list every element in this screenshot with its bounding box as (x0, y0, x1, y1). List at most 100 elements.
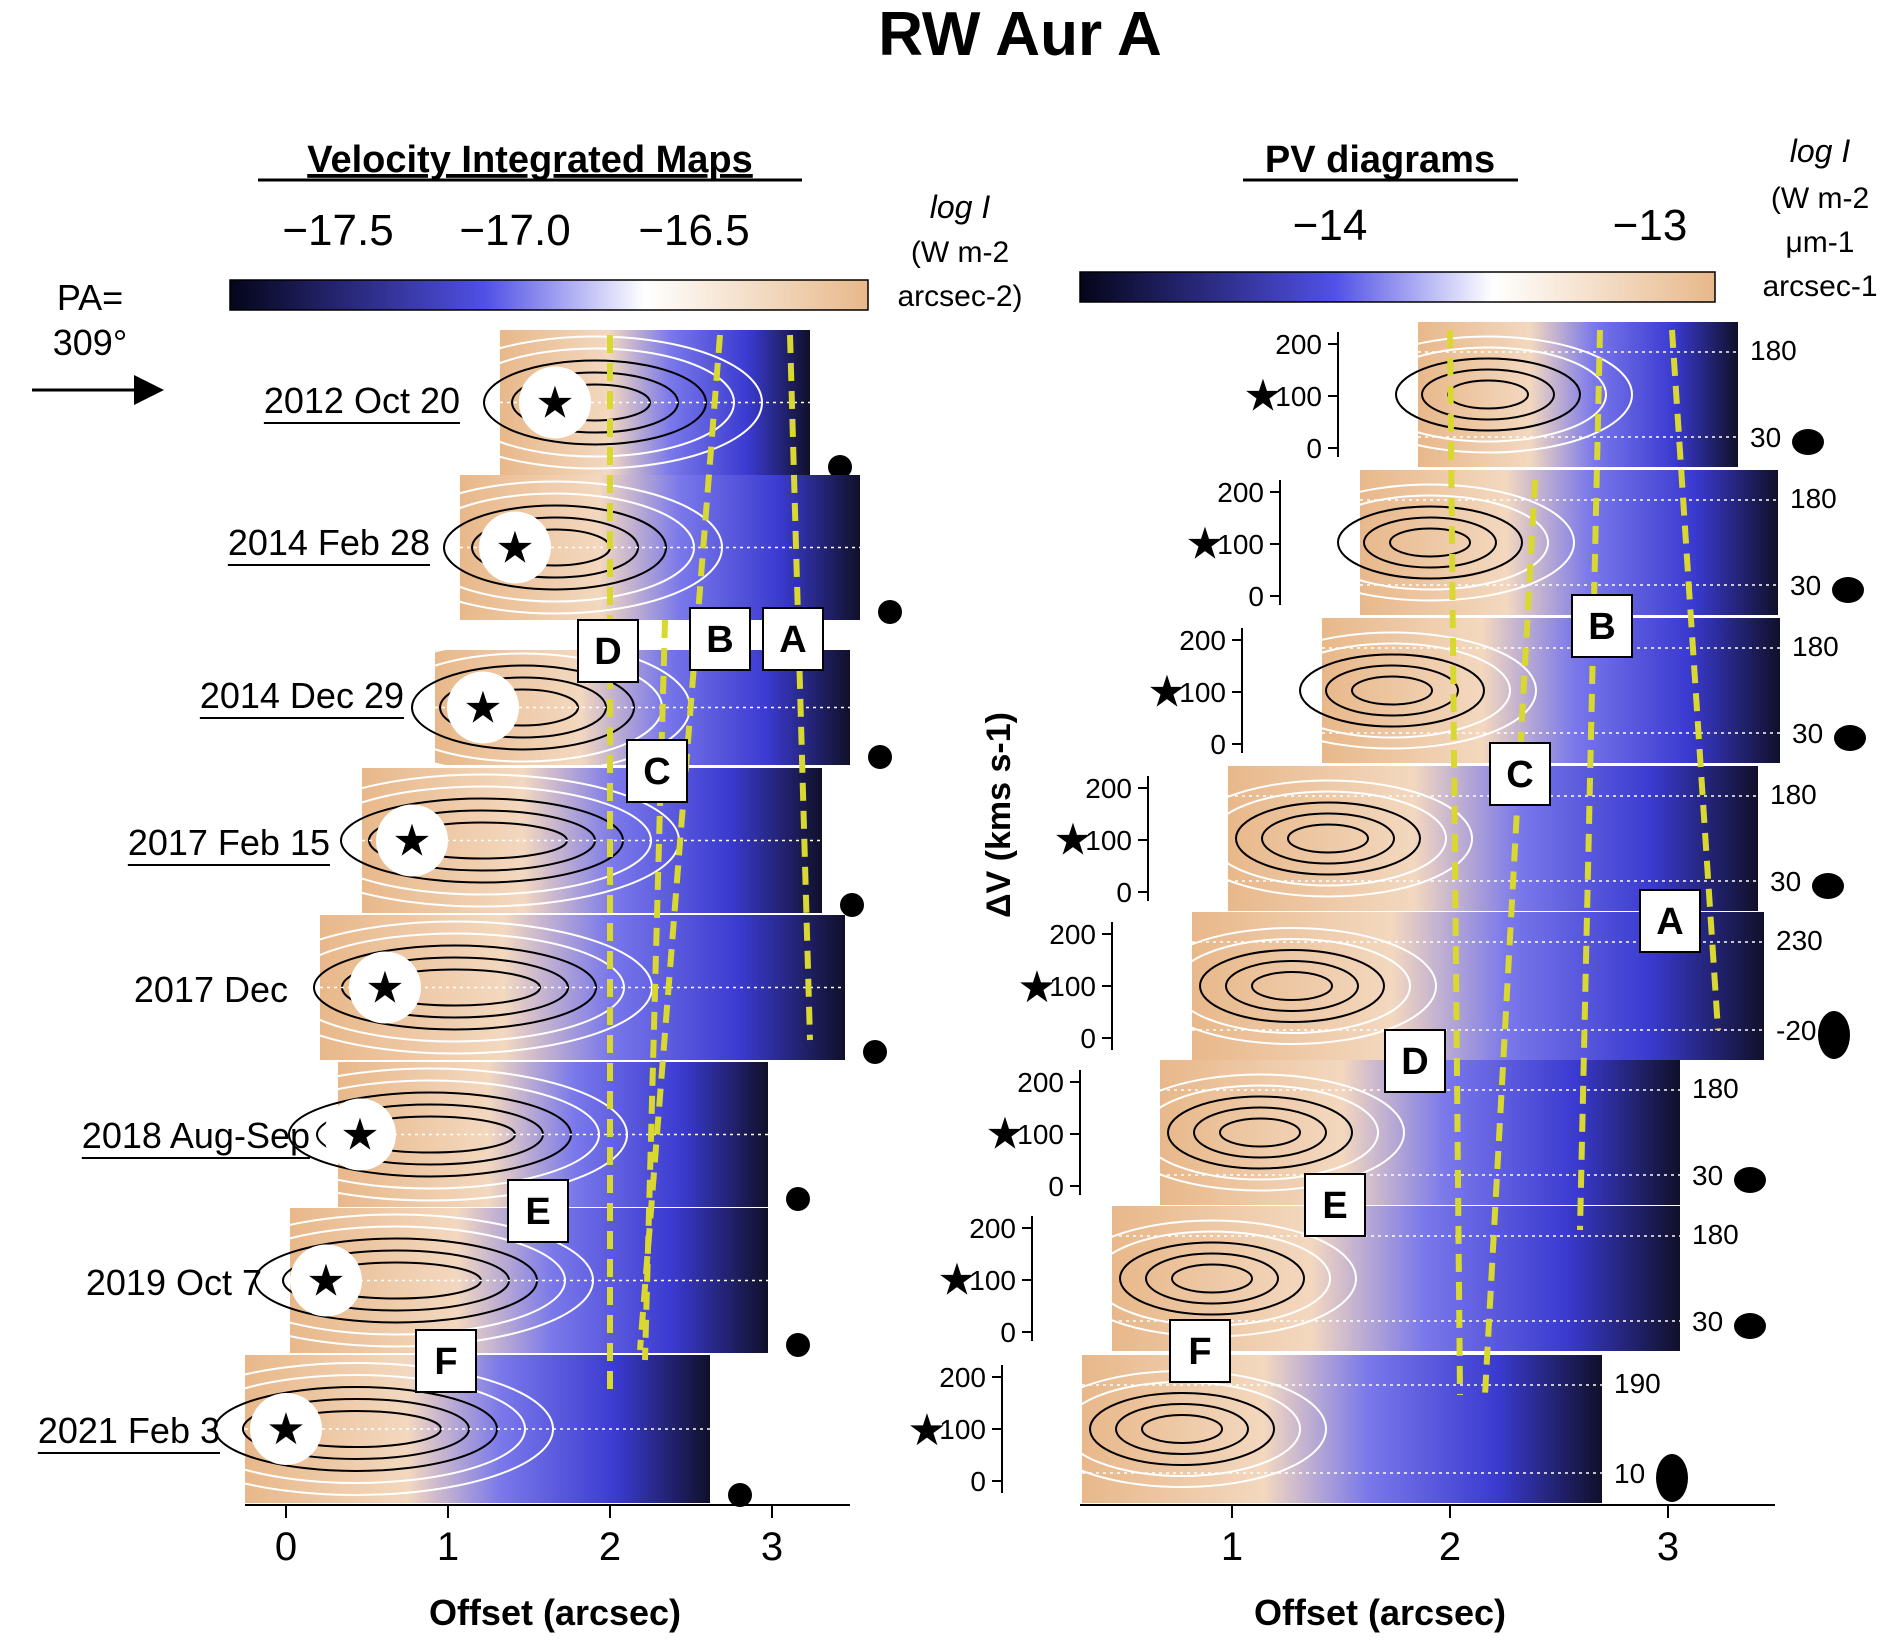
svg-text:E: E (525, 1191, 550, 1233)
star-icon: ★ (365, 963, 404, 1014)
beam-icon (1656, 1454, 1688, 1502)
epoch-label: 2012 Oct 20 (264, 380, 460, 421)
star-icon: ★ (535, 378, 574, 429)
pv-y-tick: 100 (969, 1265, 1016, 1296)
knot-track (637, 334, 723, 1351)
pv-velocity-bottom: 10 (1614, 1458, 1645, 1489)
figure-title: RW Aur A (878, 0, 1162, 69)
star-icon: ★ (340, 1110, 379, 1161)
knot-label-c: C (626, 739, 688, 803)
pv-y-tick: 0 (1080, 1023, 1096, 1054)
svg-text:B: B (706, 619, 733, 661)
beam-icon (786, 1333, 810, 1357)
right-colorbar: −14 −13 log I (W m-2 μm-1 arcsec-1 (1079, 133, 1878, 303)
star-marker-bg (376, 804, 448, 877)
knot-track (1482, 479, 1538, 1396)
left-cbar-label: arcsec-2) (897, 280, 1022, 313)
pv-y-tick: 200 (1217, 477, 1264, 508)
pv-y-tick: 0 (1306, 433, 1322, 464)
knot-label-d: D (577, 619, 639, 683)
pv-velocity-bottom: 30 (1792, 718, 1823, 749)
star-icon: ★ (463, 683, 502, 734)
pv-velocity-bottom: -20 (1776, 1015, 1816, 1046)
pv-y-tick: 200 (1085, 773, 1132, 804)
x-tick-label: 2 (599, 1525, 621, 1569)
pv-velocity-top: 180 (1770, 779, 1817, 810)
svg-text:F: F (434, 1341, 457, 1383)
pv-velocity-bottom: 30 (1790, 570, 1821, 601)
pv-y-tick: 100 (1275, 381, 1322, 412)
right-cbar-tick: −13 (1613, 201, 1688, 250)
pv-y-tick: 100 (1217, 529, 1264, 560)
right-cbar-label: μm-1 (1786, 226, 1855, 259)
knot-track (787, 334, 813, 1041)
pv-y-tick: 0 (1048, 1171, 1064, 1202)
velocity-map-strip: ★ (158, 1355, 752, 1507)
right-cbar-label: arcsec-1 (1762, 270, 1877, 303)
knot-label-d: D (1384, 1029, 1446, 1093)
x-axis-label: Offset (arcsec) (1254, 1592, 1506, 1633)
pv-y-tick: 100 (1017, 1119, 1064, 1150)
knot-label-e: E (1304, 1173, 1366, 1237)
pv-y-tick: 100 (1049, 971, 1096, 1002)
right-knot-labels: B C A D E F (1169, 594, 1701, 1383)
knot-label-a: A (762, 607, 824, 671)
velocity-maps: ★★★★★★★★ (158, 330, 902, 1507)
beam-icon (1834, 725, 1866, 751)
epoch-label: 2014 Feb 28 (228, 522, 430, 563)
right-panel-title: PV diagrams (1265, 139, 1495, 181)
left-cbar-tick: −17.0 (459, 206, 570, 255)
velocity-map-strip: ★ (427, 330, 852, 479)
pv-y-tick: 200 (1017, 1067, 1064, 1098)
left-knot-labels: D B A C E F (415, 607, 824, 1393)
pv-y-tick: 200 (1049, 919, 1096, 950)
knot-label-b: B (689, 607, 751, 671)
pv-y-tick: 0 (1210, 729, 1226, 760)
beam-icon (1812, 873, 1844, 899)
epoch-label: 2018 Aug-Sep (82, 1115, 310, 1156)
velocity-map-strip: ★ (198, 1208, 810, 1357)
epoch-label: 2017 Dec (134, 969, 288, 1010)
pv-diagrams: 2001000★180302001000★180302001000★180302… (907, 322, 1866, 1503)
pv-velocity-top: 230 (1776, 925, 1823, 956)
left-colorbar: −17.5 −17.0 −16.5 log I (W m-2 arcsec-2) (229, 189, 1023, 313)
star-icon: ★ (495, 523, 534, 574)
svg-text:A: A (1656, 901, 1683, 943)
star-icon: ★ (1185, 519, 1224, 570)
x-tick-label: 2 (1439, 1525, 1461, 1569)
star-icon: ★ (1017, 962, 1056, 1013)
left-cbar-tick: −16.5 (638, 206, 749, 255)
beam-icon (1832, 577, 1864, 603)
epoch-label: 2019 Oct 7 (86, 1262, 262, 1303)
epoch-label: 2021 Feb 3 (38, 1410, 220, 1451)
pv-velocity-top: 180 (1792, 631, 1839, 662)
left-cbar-label: (W m-2 (911, 236, 1009, 269)
star-icon: ★ (392, 816, 431, 867)
x-axis-label: Offset (arcsec) (429, 1592, 681, 1633)
velocity-map-strip: ★ (257, 915, 887, 1064)
velocity-map-strip: ★ (284, 768, 864, 917)
left-cbar-tick: −17.5 (282, 206, 393, 255)
star-marker-bg (519, 366, 591, 439)
pv-velocity-top: 180 (1692, 1219, 1739, 1250)
svg-text:C: C (643, 751, 670, 793)
knot-label-c: C (1489, 742, 1551, 806)
beam-icon (1792, 429, 1824, 455)
svg-text:C: C (1506, 754, 1533, 796)
beam-icon (828, 455, 852, 479)
pv-velocity-bottom: 30 (1770, 866, 1801, 897)
beam-icon (728, 1483, 752, 1507)
pv-y-tick: 0 (1248, 581, 1264, 612)
knot-track (1447, 329, 1463, 1396)
knot-label-a: A (1639, 889, 1701, 953)
knot-track (1577, 329, 1603, 1231)
knot-track (1669, 329, 1721, 1031)
beam-icon (786, 1187, 810, 1211)
epoch-label: 2017 Feb 15 (128, 822, 330, 863)
